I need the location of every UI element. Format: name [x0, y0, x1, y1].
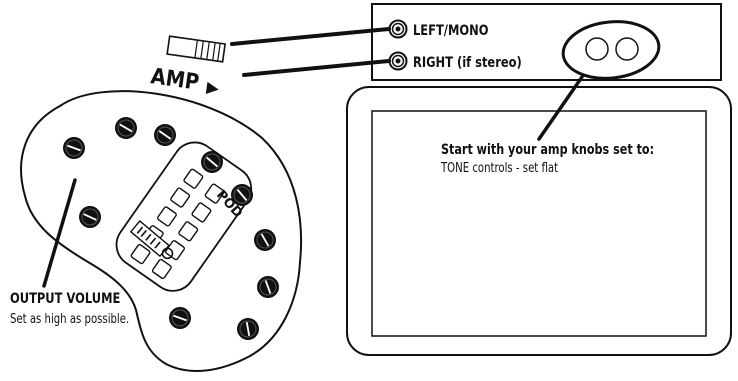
pod-knob-6 [254, 229, 276, 251]
output-volume-callout-line [42, 178, 77, 288]
cable-right-stereo [242, 59, 391, 77]
right-stereo-jack [388, 51, 408, 71]
amp-label: AMP [149, 63, 201, 95]
pod-knob-7 [257, 276, 279, 298]
line6-logo [129, 220, 174, 260]
amp-knob-left [585, 37, 609, 61]
amp-knobs-instruction-title: Start with your amp knobs set to: [441, 141, 654, 158]
output-volume-title: OUTPUT VOLUME [10, 291, 120, 307]
amp-knob-right [615, 37, 639, 61]
amp-front-inner [371, 110, 707, 337]
output-volume-text: Set as high as possible. [10, 311, 129, 327]
pod-knobs [63, 117, 279, 340]
pod-button-2 [191, 202, 212, 223]
pod-knob-10 [79, 206, 101, 228]
pod-knob-3 [154, 124, 176, 146]
amp-input-panel: LEFT/MONO RIGHT (if stereo) [371, 3, 722, 81]
pod-button-3 [156, 206, 177, 227]
amp-arrow-icon: ▶ [205, 77, 221, 98]
pod-knob-5 [231, 184, 253, 206]
pod-button-10 [204, 183, 225, 204]
pod-button-9 [183, 168, 204, 189]
amp-knobs-instruction-text: TONE controls - set flat [440, 160, 558, 176]
pod-knob-9 [169, 307, 191, 329]
pod-knob-1 [63, 137, 85, 159]
pod-button-7 [130, 243, 151, 265]
pod-center-panel [115, 141, 253, 292]
pod-knob-8 [237, 318, 260, 340]
pod-unit: POD [20, 90, 303, 372]
amp-output-jack-icon [166, 35, 227, 63]
left-mono-label: LEFT/MONO [413, 23, 489, 39]
cable-left-mono [230, 27, 391, 46]
pod-button-8 [151, 258, 172, 280]
amp-knobs-callout-line [537, 75, 584, 141]
amp-input-panel-frame [371, 3, 722, 81]
amp-knobs-highlight-circle [561, 20, 661, 80]
amp-front-panel [346, 86, 732, 356]
pod-knob-2 [115, 117, 137, 139]
left-mono-jack [388, 19, 408, 39]
pod-button-1 [170, 187, 191, 208]
pod-button-4 [178, 221, 199, 242]
pod-knob-4 [201, 151, 223, 173]
right-stereo-label: RIGHT (if stereo) [413, 55, 522, 71]
